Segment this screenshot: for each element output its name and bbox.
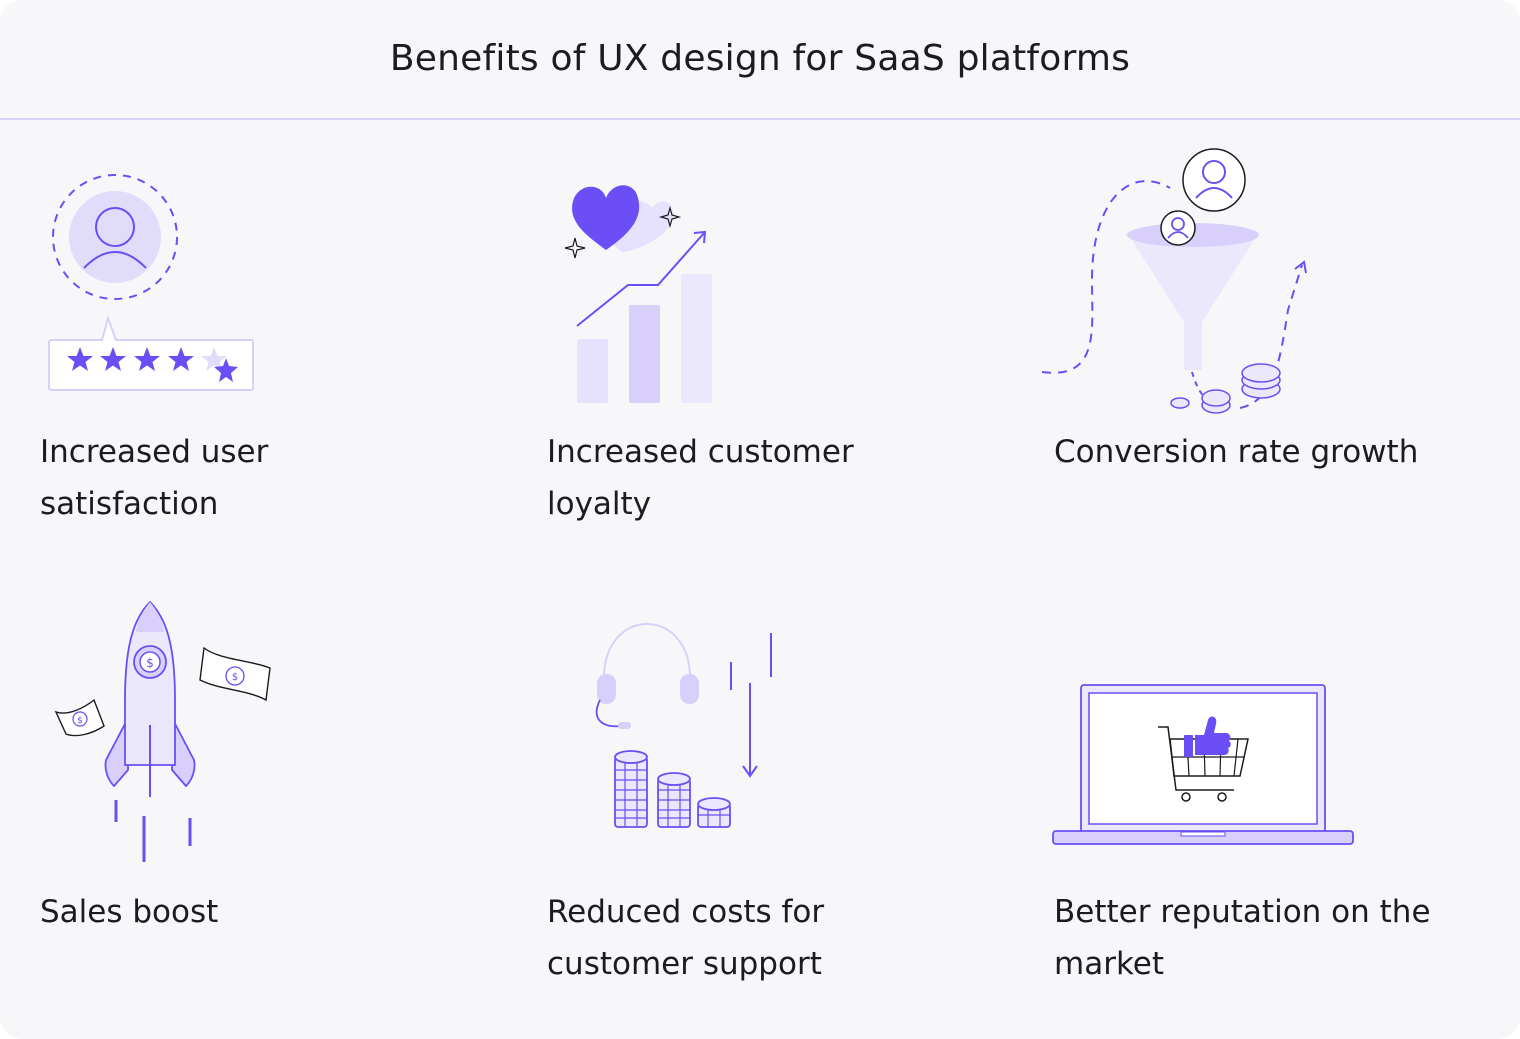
benefit-line: Increased customer: [547, 434, 854, 470]
benefit-line: Sales boost: [40, 894, 219, 930]
svg-text:$: $: [146, 656, 154, 670]
benefit-label-sales-boost: Sales boost: [40, 886, 480, 938]
benefit-line: market: [1054, 946, 1165, 982]
benefit-line: Reduced costs for: [547, 894, 825, 930]
header: Benefits of UX design for SaaS platforms: [0, 0, 1520, 120]
benefit-line: Increased user: [40, 434, 269, 470]
benefit-line: loyalty: [547, 486, 652, 522]
benefit-label-conversion-rate: Conversion rate growth: [1054, 426, 1514, 478]
benefit-line: customer support: [547, 946, 822, 982]
benefit-line: satisfaction: [40, 486, 219, 522]
benefit-label-support-costs: Reduced costs for customer support: [547, 886, 987, 990]
benefit-label-reputation: Better reputation on the market: [1054, 886, 1514, 990]
svg-text:$: $: [77, 716, 83, 726]
benefit-label-customer-loyalty: Increased customer loyalty: [547, 426, 987, 530]
svg-text:$: $: [232, 672, 238, 683]
page-title: Benefits of UX design for SaaS platforms: [389, 38, 1131, 79]
benefit-line: Conversion rate growth: [1054, 434, 1419, 470]
benefit-line: Better reputation on the: [1054, 894, 1431, 930]
benefit-label-user-satisfaction: Increased user satisfaction: [40, 426, 480, 530]
